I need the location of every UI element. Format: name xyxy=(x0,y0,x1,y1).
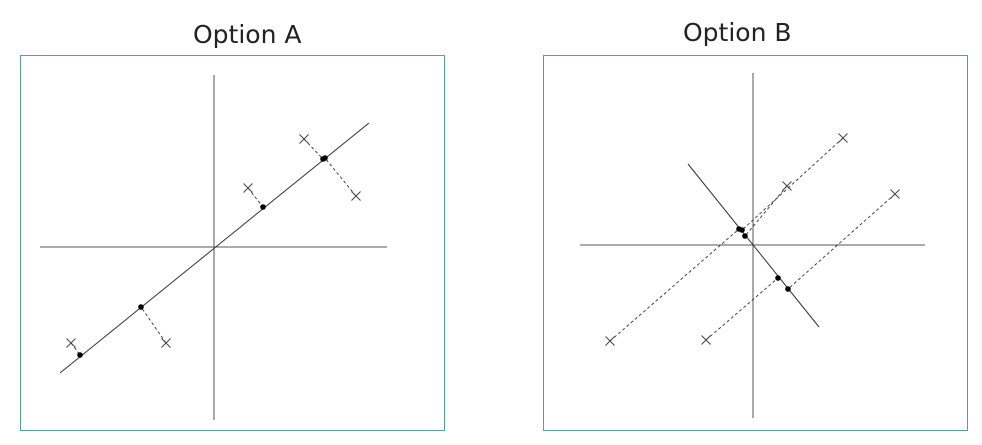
option-b-data-point-2 xyxy=(838,133,848,143)
option-b-projection-segment-5 xyxy=(787,193,896,290)
option-a-projected-point-1 xyxy=(77,352,83,358)
option-a-panel xyxy=(20,55,445,431)
option-b-title: Option B xyxy=(683,18,792,47)
option-a-projected-point-2 xyxy=(138,304,144,310)
option-b-projection-segment-4 xyxy=(705,277,779,341)
option-b-projection-segment-3 xyxy=(744,185,788,237)
option-b-projected-point-3 xyxy=(742,233,748,239)
option-a-projection-segment-3 xyxy=(247,187,264,208)
option-b-projected-point-5 xyxy=(785,286,791,292)
option-a-title: Option A xyxy=(193,20,302,49)
option-b-panel xyxy=(543,55,968,431)
option-b-data-point-4 xyxy=(701,335,711,345)
option-a-projected-point-5 xyxy=(322,155,328,161)
option-a-data-point-4 xyxy=(299,134,309,144)
option-a-projection-segment-2 xyxy=(140,306,167,344)
option-b-projected-point-4 xyxy=(775,275,781,281)
option-a-data-point-2 xyxy=(161,338,171,348)
option-b-data-point-3 xyxy=(782,181,792,191)
option-a-data-point-3 xyxy=(243,183,253,193)
option-b-data-point-1 xyxy=(605,336,615,346)
option-b-projection-segment-2 xyxy=(741,137,844,231)
option-b-projected-point-2 xyxy=(739,227,745,233)
option-a-projection-line xyxy=(59,122,370,374)
option-b-projection-segment-1 xyxy=(609,228,740,342)
option-b-projection-line xyxy=(687,163,820,328)
option-a-projected-point-3 xyxy=(260,204,266,210)
option-a-projection-segment-5 xyxy=(324,157,357,197)
option-b-data-point-5 xyxy=(890,189,900,199)
option-a-data-point-5 xyxy=(351,191,361,201)
option-a-projection-segment-4 xyxy=(303,138,324,160)
option-a-data-point-1 xyxy=(66,338,76,348)
